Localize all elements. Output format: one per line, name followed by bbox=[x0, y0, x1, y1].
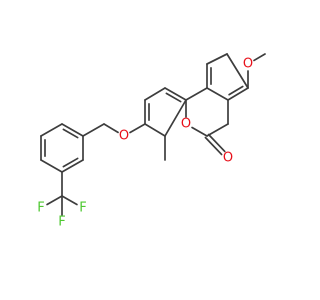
bond-b1-b2-inner bbox=[165, 92, 182, 103]
bond-a3-a4 bbox=[206, 87, 229, 101]
atom-label-o-carbonyl: O bbox=[223, 151, 233, 166]
atom-label-o-ether: O bbox=[119, 129, 129, 144]
bond-c7-oring bbox=[191, 126, 208, 137]
bond-b5-b1 bbox=[164, 99, 187, 137]
bond-c7-octo-b bbox=[207, 133, 226, 153]
bond-b4-oeth bbox=[129, 123, 146, 134]
atom-label-f-right: F bbox=[79, 201, 86, 216]
bond-c1-c2 bbox=[61, 123, 84, 137]
bond-a5-a1 bbox=[226, 53, 249, 89]
bond-b2-b3 bbox=[144, 87, 166, 101]
bond-b1-b2 bbox=[164, 87, 187, 101]
bond-a4-a5-inner bbox=[228, 85, 244, 96]
bond-c4-c5 bbox=[40, 159, 63, 173]
bond-oeth-ch2 bbox=[103, 123, 119, 134]
bond-a4-a5 bbox=[227, 87, 249, 101]
atom-label-f-left: F bbox=[37, 201, 44, 216]
atom-label-o-ring: O bbox=[181, 117, 191, 132]
bond-ch2-c1 bbox=[82, 123, 105, 137]
bond-c7-octo-a bbox=[204, 136, 223, 156]
bond-cf3-fl bbox=[46, 195, 63, 206]
atom-label-o-methoxy: O bbox=[243, 57, 253, 72]
bond-c5-c6 bbox=[61, 159, 84, 173]
bond-c1-c2-inner bbox=[62, 128, 79, 139]
bond-b4-b5 bbox=[144, 123, 166, 137]
bond-a1-a2 bbox=[206, 53, 228, 65]
bond-cf3-fr bbox=[61, 195, 78, 206]
bonds bbox=[40, 53, 266, 216]
bond-me-om bbox=[253, 53, 266, 62]
bond-c2-c3 bbox=[40, 123, 63, 137]
bond-c5-c6-inner bbox=[62, 157, 79, 168]
atom-label-f-bottom: F bbox=[58, 215, 65, 230]
bond-a6-c7 bbox=[206, 123, 229, 137]
bond-b1-a3 bbox=[185, 87, 208, 101]
